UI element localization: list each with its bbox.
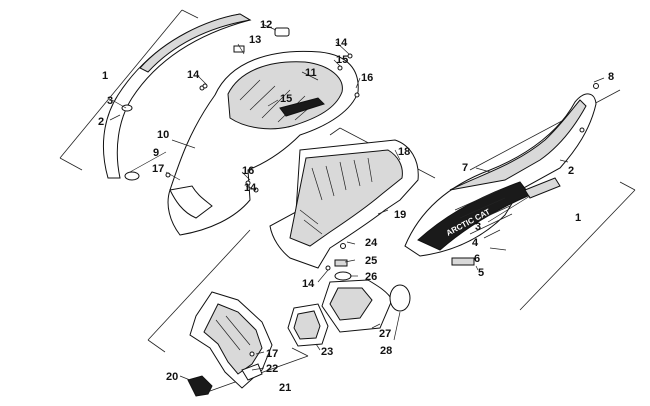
callout-label: 17 [152, 163, 164, 175]
callout-label: 3 [107, 95, 113, 107]
bracket-20 [187, 375, 213, 397]
callout-label: 21 [279, 382, 291, 394]
ring-28 [389, 284, 411, 312]
callout-label: 7 [462, 162, 468, 174]
callout-label: 13 [249, 34, 261, 46]
callout-label: 6 [474, 253, 480, 265]
grommet-9 [124, 171, 140, 181]
callout-label: 20 [166, 371, 178, 383]
callout-label: 19 [394, 209, 406, 221]
callout-label: 9 [153, 147, 159, 159]
callout-label: 11 [305, 67, 317, 79]
callout-label: 14 [302, 278, 315, 290]
lower-bumper-assembly [187, 291, 273, 397]
callout-labels: 1 2 3 9 10 17 12 13 14 14 15 11 15 16 16… [98, 19, 614, 394]
leader-lines [109, 23, 605, 381]
callout-label: 10 [157, 129, 169, 141]
callout-label: 15 [280, 93, 292, 105]
callout-label: 1 [102, 70, 108, 82]
console-panel [269, 139, 419, 271]
callout-label: 25 [365, 255, 377, 267]
callout-label: 28 [380, 345, 392, 357]
callout-label: 4 [472, 237, 479, 249]
air-intake-assembly [287, 243, 411, 347]
screw-24 [340, 243, 346, 249]
callout-label: 16 [242, 165, 254, 177]
emblem-3b [524, 177, 561, 199]
screw-8 [593, 83, 599, 89]
callout-label: 16 [361, 72, 373, 84]
trim-strip-left [102, 13, 252, 181]
callout-label: 15 [336, 54, 348, 66]
callout-label: 12 [260, 19, 272, 31]
callout-label: 27 [379, 328, 391, 340]
callout-label: 23 [321, 346, 333, 358]
clip-3a [121, 104, 133, 112]
callout-label: 3 [475, 221, 481, 233]
callout-label: 14 [335, 37, 348, 49]
hood-assembly [167, 27, 360, 236]
assembly-bracket-left [59, 9, 199, 171]
callout-label: 2 [568, 165, 574, 177]
callout-label: 8 [608, 71, 614, 83]
seal-26 [334, 271, 352, 281]
callout-label: 26 [365, 271, 377, 283]
badge-5 [451, 257, 475, 266]
callout-label: 18 [398, 146, 410, 158]
callout-label: 1 [575, 212, 581, 224]
callout-label: 5 [478, 267, 484, 279]
callout-label: 24 [365, 237, 378, 249]
clip-22 [241, 363, 263, 381]
callout-label: 17 [266, 348, 278, 360]
callout-label: 2 [98, 116, 104, 128]
clip-25 [334, 259, 348, 267]
callout-label: 14 [187, 69, 200, 81]
side-panel-right: ARCTIC CAT [404, 83, 599, 266]
callout-label: 14 [244, 182, 257, 194]
cap-12 [274, 27, 290, 37]
callout-label: 22 [266, 363, 278, 375]
